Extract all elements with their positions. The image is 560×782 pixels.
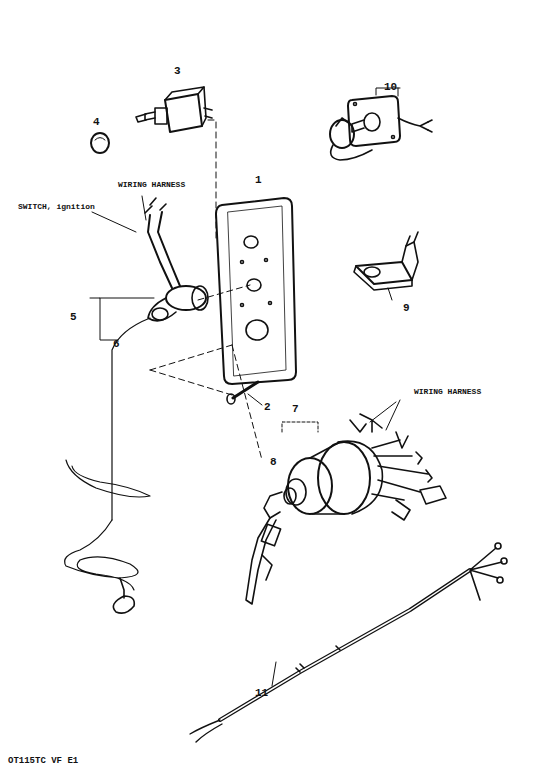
callout-number: 2 [264,402,271,413]
callout-number: 6 [113,339,120,350]
callout-number: 5 [70,312,77,323]
bracket [354,232,418,300]
part-name: WIRING HARNESS [414,388,481,396]
cap [91,133,109,153]
part-name: WIRING HARNESS [118,181,185,189]
callout-number: 4 [93,117,100,128]
callout-number: 7 [292,404,299,415]
key-switch [246,414,446,604]
callout-number: 1 [255,175,262,186]
part-name: SWITCH, ignition [18,203,95,211]
drawing-code: OT115TC VF E1 [8,757,78,766]
wiring-harness [190,543,507,742]
callout-number: 11 [255,688,268,699]
callout-number: 10 [384,82,397,93]
callout-number: 3 [174,66,181,77]
screw [227,382,258,404]
toggle-switch [136,87,212,132]
stop-switch [65,198,208,613]
callout-number: 8 [270,457,277,468]
emergency-switch [330,96,432,160]
callout-number: 9 [403,303,410,314]
